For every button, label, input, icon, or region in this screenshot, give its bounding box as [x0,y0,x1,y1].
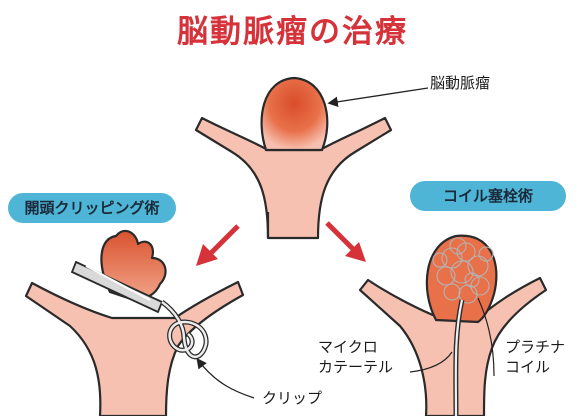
clip-pointer-arrow [198,360,254,398]
platinum-coil-label-line1: プラチナ [505,338,565,357]
micro-catheter-label-line1: マイクロ [318,338,378,357]
coil-embolization-label: コイル塞栓術 [410,181,566,211]
aneurysm-label: 脳動脈瘤 [430,74,490,93]
platinum-coil-label-line2: コイル [505,358,550,377]
micro-catheter-label-line2: カテーテル [318,358,393,377]
clipping-label: 開頭クリッピング術 [8,193,176,223]
arrow-to-coil [327,223,366,262]
clip-label: クリップ [262,389,322,408]
aneurysm-pointer-arrow [330,88,428,103]
clipping-vessel [26,282,243,416]
arrow-to-clipping [196,226,238,266]
aneurysm-sac [262,78,328,150]
